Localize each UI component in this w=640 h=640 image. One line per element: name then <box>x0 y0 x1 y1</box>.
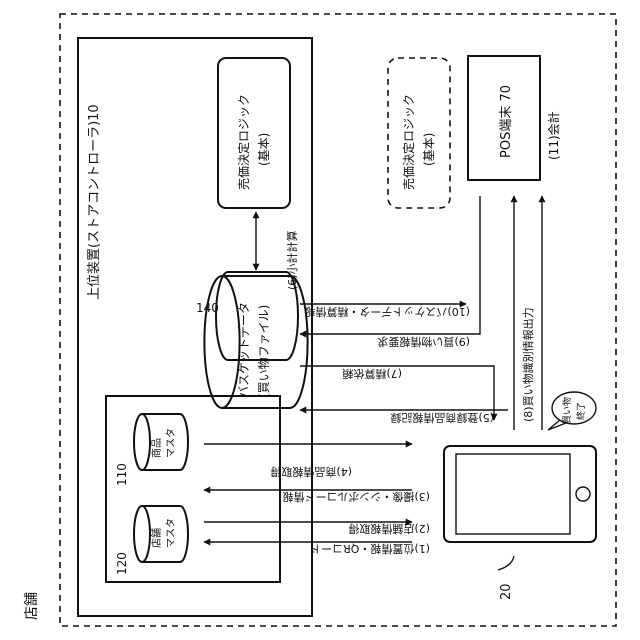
flow-6-label: (6)小計計算 <box>285 230 299 290</box>
terminal-body <box>444 446 596 542</box>
pricing-logic-upper-box <box>218 58 290 208</box>
flow-3-label: (3)撮像・シンボルコード情報 <box>283 490 430 504</box>
store-master-line2: マスタ <box>165 518 177 548</box>
flow-2-label: (2)店舗情報取得 <box>348 522 430 536</box>
flow-5-label: (5)登録商品情報記録 <box>390 411 494 425</box>
shopping-done-line2: 終了 <box>575 402 587 420</box>
pos-terminal-label: POS端末 70 <box>499 85 514 158</box>
pricing-logic-dashed-line2: (基本) <box>422 133 436 166</box>
pricing-logic-upper-line2: (基本) <box>257 133 271 166</box>
upper-device-box <box>78 38 312 616</box>
product-master-number: 110 <box>115 463 129 486</box>
flow-10-label: (10)バスケットデータ・精算情報 <box>304 305 470 319</box>
basket-cylinder-shape <box>204 276 307 408</box>
basket-label-line2: (買い物ファイル) <box>257 305 271 398</box>
product-master-line1: 商品 <box>150 438 163 458</box>
flow-1-label: (1)位置情報・QRコード <box>310 542 430 556</box>
terminal-screen <box>456 454 570 534</box>
upper-device-label: 上位装置(ストアコントローラ)10 <box>87 104 102 300</box>
flow-9-label: (9)買い物情報要求 <box>377 335 470 349</box>
pricing-logic-upper-line1: 売価決定ロジック <box>236 94 251 190</box>
store-master-line1: 店舗 <box>150 528 163 548</box>
pricing-logic-dashed-line1: 売価決定ロジック <box>401 94 416 190</box>
terminal-number: 20 <box>499 583 514 600</box>
masters-group-box <box>106 396 280 582</box>
flow-7-label: (7)精算依頼 <box>342 367 402 381</box>
basket-label-line1: バスケットデータ <box>236 302 251 398</box>
shopping-done-line1: 買い物 <box>561 397 573 424</box>
flow-4-label: (4)商品情報取得 <box>270 465 352 479</box>
flow-8-label: (8)買い物識別情報出力 <box>521 307 535 422</box>
flow-11-label: (11)会計 <box>546 111 561 160</box>
shopping-done-bubble <box>552 392 596 424</box>
store-label: 店舗 <box>24 592 40 620</box>
terminal-home-button <box>576 487 590 501</box>
pricing-logic-dashed-box <box>388 58 450 208</box>
terminal-leader <box>498 556 514 570</box>
store-master-number: 120 <box>115 552 129 575</box>
product-master-line2: マスタ <box>165 428 177 458</box>
